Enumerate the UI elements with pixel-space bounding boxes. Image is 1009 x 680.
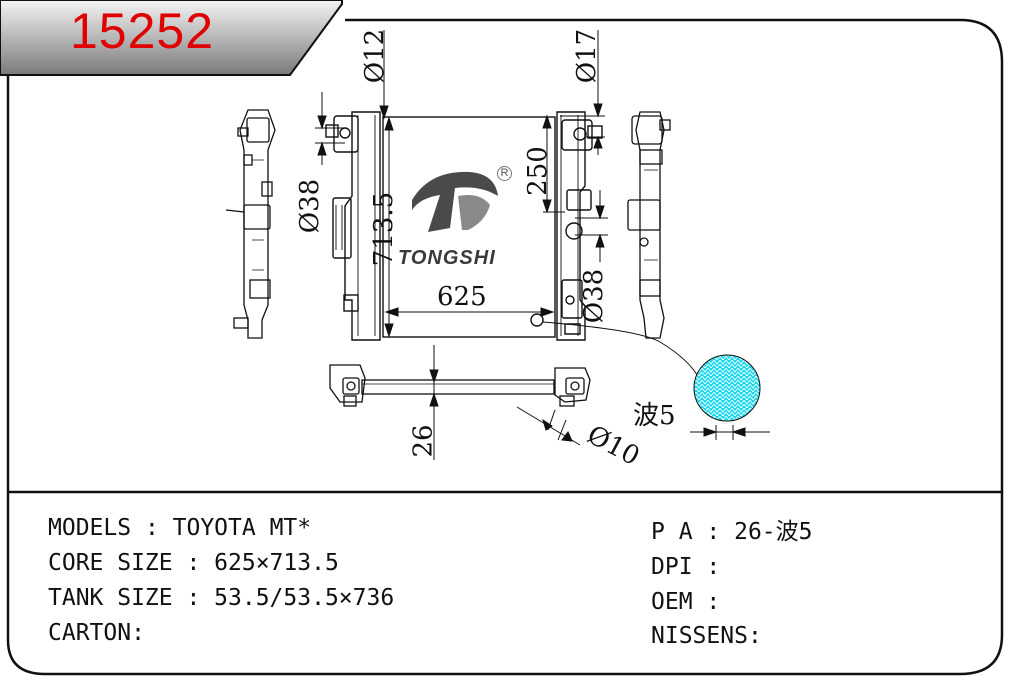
spec-dpi: DPI :: [651, 554, 721, 580]
spec-nissens: NISSENS:: [651, 623, 762, 649]
dim-outlet-height: 250: [522, 146, 553, 196]
spec-carton: CARTON:: [48, 620, 145, 646]
dim-fin-label: 波5: [633, 401, 676, 431]
dim-right-pipe-diameter: Ø38: [579, 268, 610, 324]
spec-models: MODELS : TOYOTA MT*: [48, 515, 312, 541]
dim-left-pipe-diameter: Ø38: [295, 178, 326, 234]
brand-name: TONGSHI: [398, 247, 496, 269]
radiator-front-view: [325, 111, 701, 381]
radiator-side-view-right: [627, 111, 671, 339]
dimension-lines: [315, 30, 770, 460]
part-number: 15252: [70, 3, 215, 59]
radiator-top-view: [329, 364, 591, 407]
outer-border: [6, 18, 1004, 676]
spec-pa: P A : 26-波5: [651, 519, 813, 545]
tongshi-logo-icon: [412, 171, 498, 232]
left-tank: [344, 111, 381, 341]
dim-core-width: 625: [437, 282, 487, 312]
spec-tank-size: TANK SIZE : 53.5/53.5×736: [48, 585, 395, 611]
dim-inlet-diameter: Ø12: [360, 28, 391, 84]
dim-thickness: 26: [408, 424, 439, 458]
radiator-side-view-left: [225, 109, 276, 339]
part-number-badge: [0, 0, 343, 76]
fin-detail-circle: [693, 354, 761, 422]
registered-mark-icon: R: [497, 166, 512, 181]
dim-outlet-diameter: Ø17: [572, 28, 603, 84]
spec-oem: OEM :: [651, 589, 721, 615]
radiator-core: [382, 116, 556, 338]
spec-core-size: CORE SIZE : 625×713.5: [48, 550, 339, 576]
dim-core-height: 713.5: [369, 191, 400, 267]
